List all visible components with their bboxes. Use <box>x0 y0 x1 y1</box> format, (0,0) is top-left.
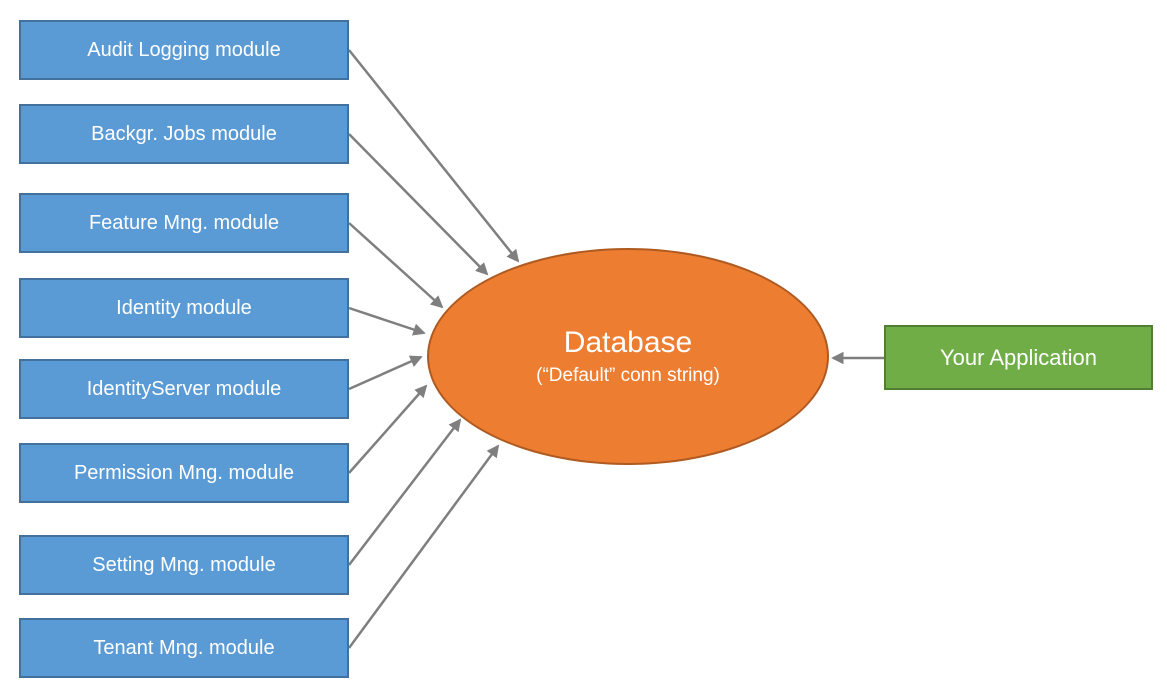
arrow-identityserver-to-database <box>348 355 423 391</box>
arrow-permission-mng-to-database <box>348 384 428 474</box>
module-label: Tenant Mng. module <box>93 636 275 659</box>
module-box-audit-logging: Audit Logging module <box>19 20 349 80</box>
module-box-backgr-jobs: Backgr. Jobs module <box>19 104 349 164</box>
module-label: Setting Mng. module <box>92 553 276 576</box>
module-label: Audit Logging module <box>87 38 281 61</box>
module-box-setting-mng: Setting Mng. module <box>19 535 349 595</box>
arrow-feature-mng-to-database <box>348 222 444 309</box>
arrow-audit-logging-to-database <box>348 49 520 263</box>
arrow-tenant-mng-to-database <box>347 444 500 649</box>
module-label: Backgr. Jobs module <box>91 122 277 145</box>
module-box-identity: Identity module <box>19 278 349 338</box>
database-ellipse: Database (“Default” conn string) <box>427 248 829 465</box>
arrow-identity-to-database <box>348 306 426 336</box>
database-subtitle: (“Default” conn string) <box>536 365 720 387</box>
module-label: IdentityServer module <box>86 377 282 400</box>
application-box: Your Application <box>884 325 1153 390</box>
module-label: Permission Mng. module <box>73 461 295 484</box>
database-title: Database <box>563 326 693 360</box>
module-box-tenant-mng: Tenant Mng. module <box>19 618 349 678</box>
arrow-setting-mng-to-database <box>348 418 462 566</box>
module-box-identityserver: IdentityServer module <box>19 359 349 419</box>
module-label: Identity module <box>116 296 252 319</box>
application-label: Your Application <box>940 344 1097 370</box>
module-box-permission-mng: Permission Mng. module <box>19 443 349 503</box>
module-label: Feature Mng. module <box>88 211 280 234</box>
module-box-feature-mng: Feature Mng. module <box>19 193 349 253</box>
arrow-backgr-jobs-to-database <box>348 133 489 276</box>
